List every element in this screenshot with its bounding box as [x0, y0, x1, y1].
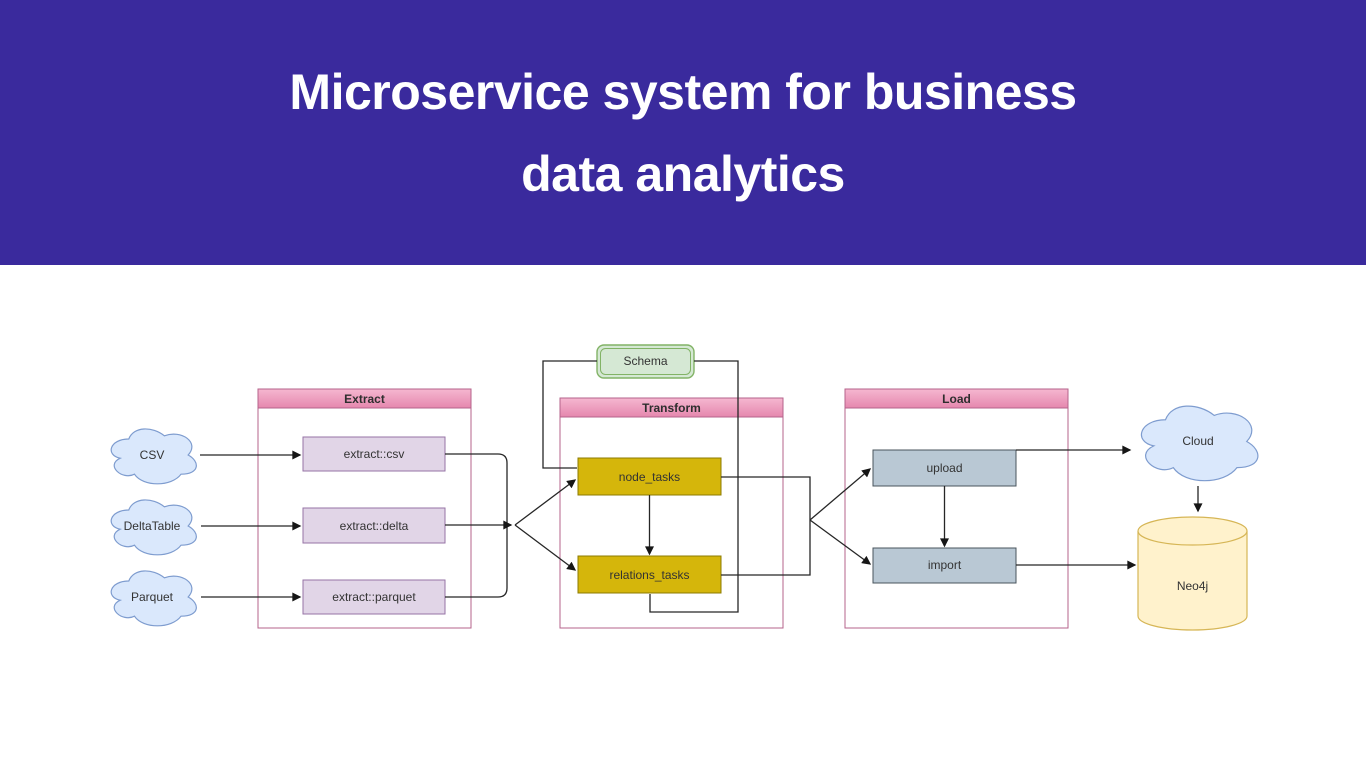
relations-tasks-node: relations_tasks [577, 555, 722, 594]
page-title: Microservice system for business data an… [289, 51, 1077, 215]
import-label: import [928, 558, 962, 572]
upload-label: upload [926, 461, 962, 475]
page-title-line-2: data analytics [521, 145, 845, 202]
load-container: Load [844, 388, 1069, 629]
parquet-cloud-label: Parquet [131, 590, 174, 604]
transform-container-title: Transform [642, 401, 701, 415]
extract-csv-node: extract::csv [302, 436, 446, 472]
page-title-line-1: Microservice system for business [289, 63, 1077, 120]
relations-tasks-label: relations_tasks [609, 568, 689, 582]
upload-node: upload [872, 449, 1017, 487]
edge-junction-to-import [809, 519, 872, 565]
extract-delta-label: extract::delta [340, 519, 409, 533]
deltatable-cloud: DeltaTable [111, 500, 196, 555]
edge-junction-to-upload [809, 468, 872, 521]
neo4j-database: Neo4j [1137, 516, 1248, 631]
load-container-title: Load [942, 392, 971, 406]
schema-label: Schema [623, 354, 667, 368]
edge-transform-merge-bracket [721, 476, 811, 576]
cloud-target-label: Cloud [1182, 434, 1213, 448]
schema-node: Schema [596, 344, 695, 379]
connectors [200, 360, 1203, 613]
extract-parquet-label: extract::parquet [332, 590, 416, 604]
cloud-target: Cloud [1141, 406, 1257, 481]
neo4j-label: Neo4j [1177, 579, 1208, 593]
edge-schema-to-relations-tasks [649, 360, 739, 613]
title-banner: Microservice system for business data an… [0, 0, 1366, 265]
edge-junction-to-node-tasks [514, 479, 577, 526]
edge-junction-to-relations-tasks [514, 524, 577, 571]
csv-cloud: CSV [111, 429, 196, 484]
extract-container-title: Extract [344, 392, 385, 406]
node-tasks-node: node_tasks [577, 457, 722, 496]
architecture-diagram: Extract Transform Load CSV DeltaTable Pa… [0, 344, 1366, 631]
deltatable-cloud-label: DeltaTable [124, 519, 181, 533]
csv-cloud-label: CSV [140, 448, 165, 462]
extract-parquet-node: extract::parquet [302, 579, 446, 615]
import-node: import [872, 547, 1017, 584]
extract-delta-node: extract::delta [302, 507, 446, 544]
node-tasks-label: node_tasks [619, 470, 680, 484]
extract-csv-label: extract::csv [344, 447, 405, 461]
edge-schema-to-node-tasks [542, 360, 597, 469]
parquet-cloud: Parquet [111, 571, 196, 626]
